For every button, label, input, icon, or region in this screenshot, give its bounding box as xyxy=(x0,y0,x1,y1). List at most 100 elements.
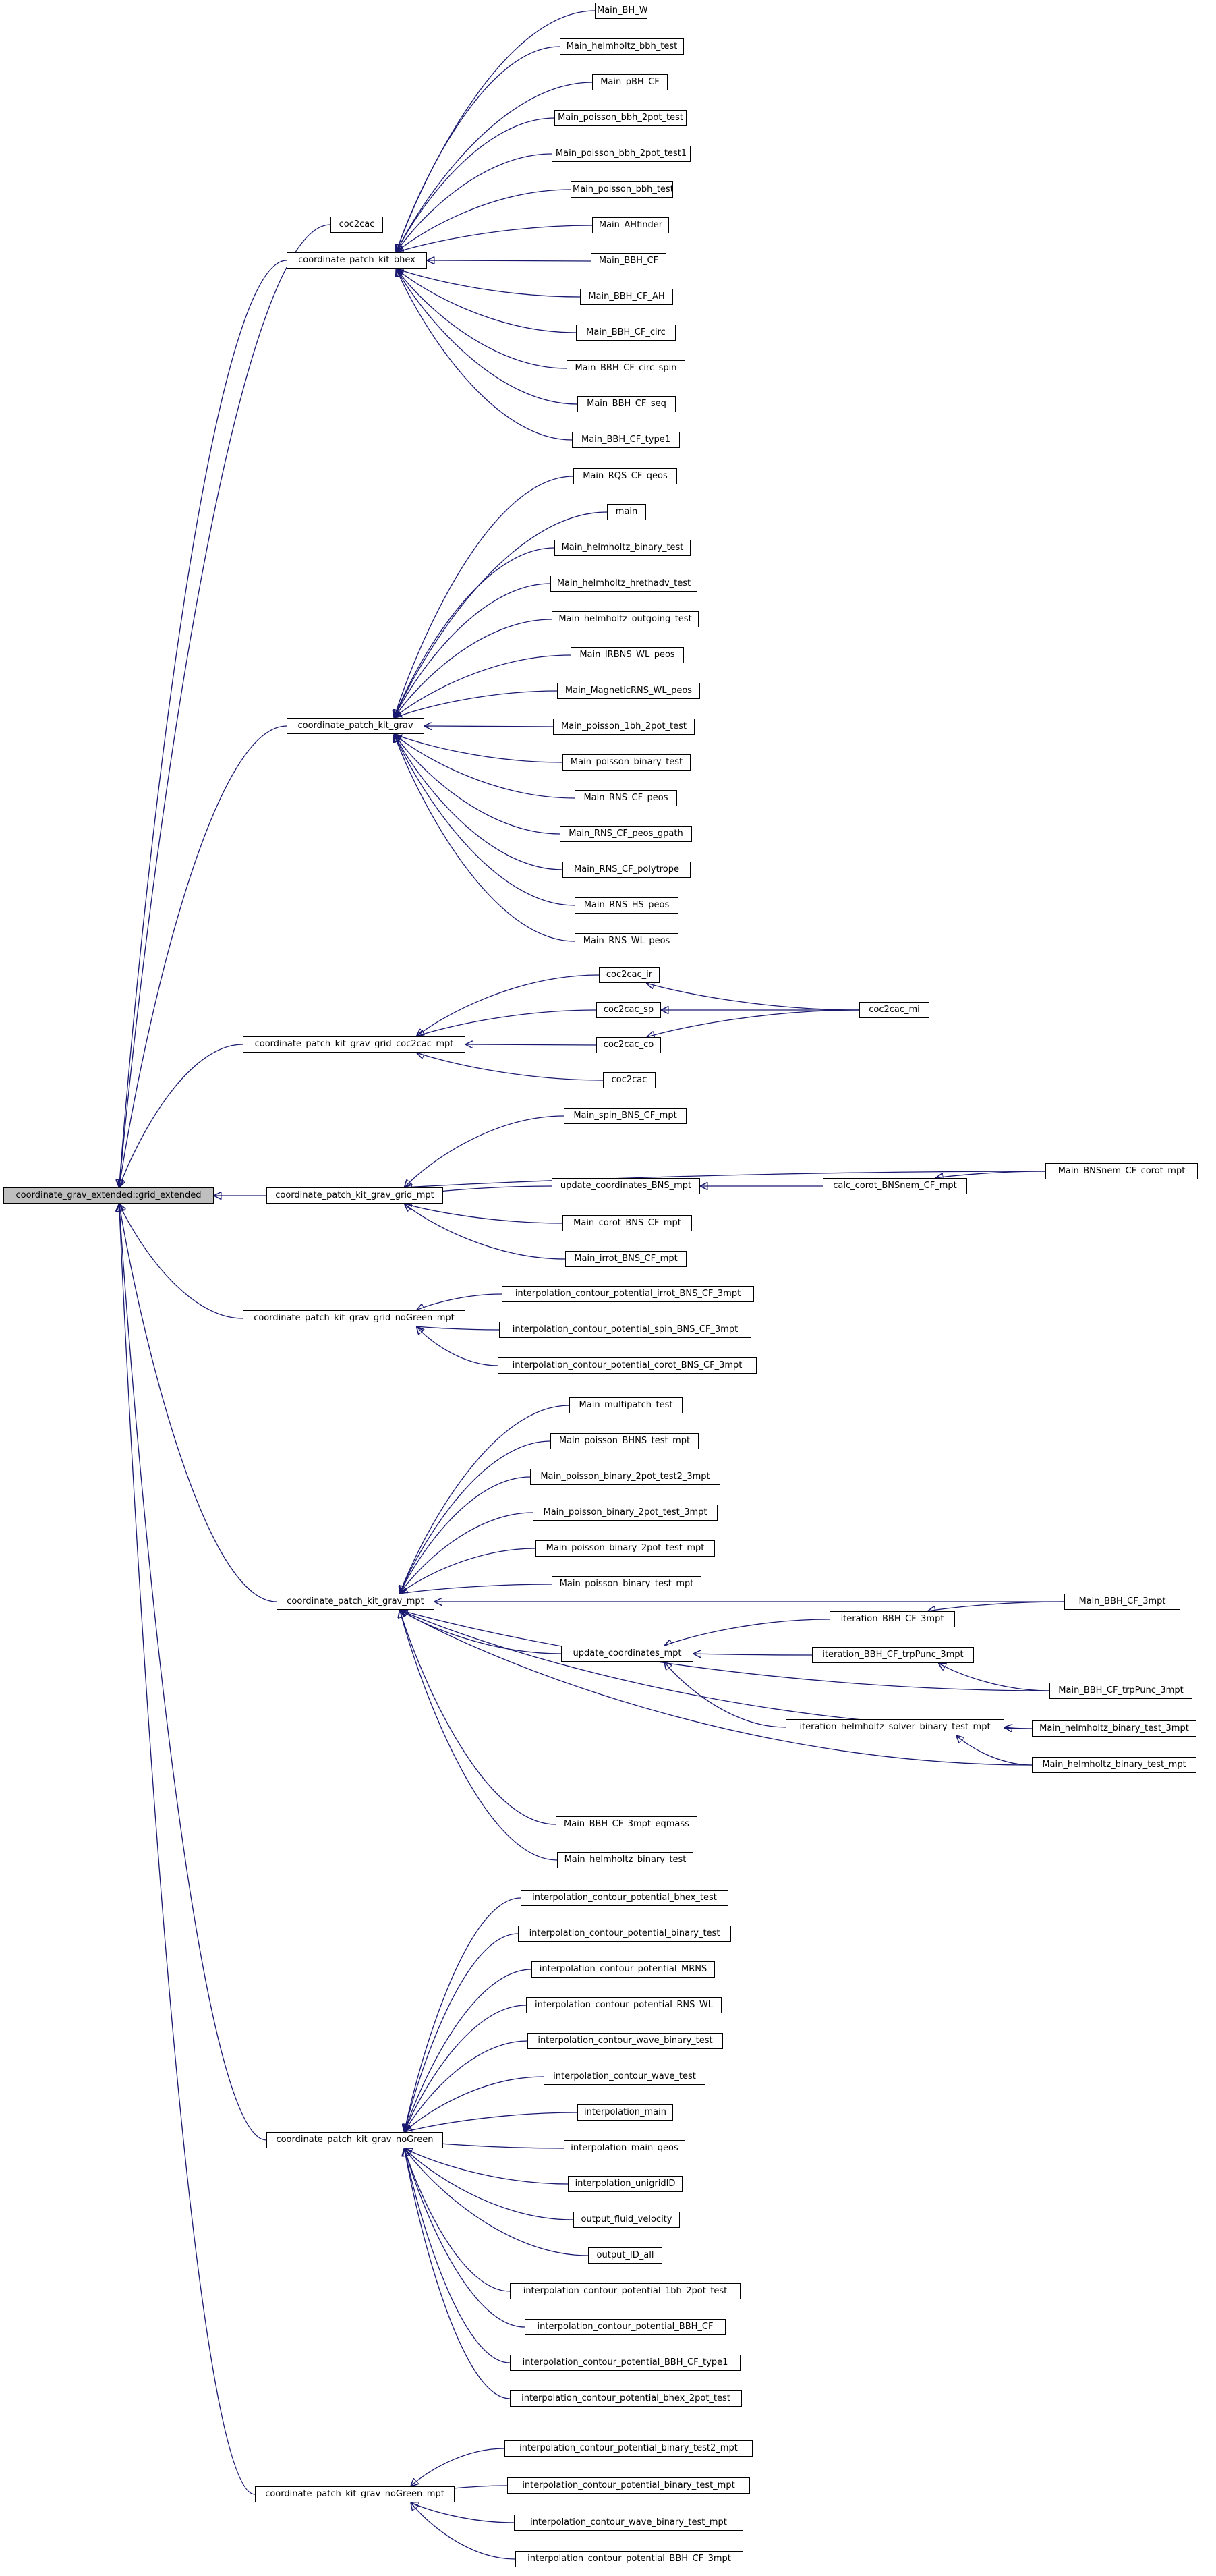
node-main-poisson-bbh-2pot-test1[interactable]: Main_poisson_bbh_2pot_test1 xyxy=(552,146,691,162)
node-interp-contour-potential-bbh-cf[interactable]: interpolation_contour_potential_BBH_CF xyxy=(525,2319,726,2335)
node-main-bbh-cf-ah[interactable]: Main_BBH_CF_AH xyxy=(580,289,673,305)
node-iteration-bbh-cf-3mpt[interactable]: iteration_BBH_CF_3mpt xyxy=(830,1611,955,1627)
node-main-irbns-wl-peos[interactable]: Main_IRBNS_WL_peos xyxy=(571,647,684,663)
node-main-bbh-cf-circ[interactable]: Main_BBH_CF_circ xyxy=(576,325,676,341)
node-interp-contour-wave-test[interactable]: interpolation_contour_wave_test xyxy=(544,2069,705,2085)
node-coordinate-patch-kit-grav-mpt[interactable]: coordinate_patch_kit_grav_mpt xyxy=(277,1594,434,1610)
node-main-helmholtz-outgoing-test[interactable]: Main_helmholtz_outgoing_test xyxy=(552,611,699,627)
node-main-poisson-binary-test-mpt[interactable]: Main_poisson_binary_test_mpt xyxy=(552,1576,701,1592)
node-iteration-bbh-cf-trppunc-3mpt[interactable]: iteration_BBH_CF_trpPunc_3mpt xyxy=(812,1647,974,1663)
node-main-bnsnem-cf-corot-mpt[interactable]: Main_BNSnem_CF_corot_mpt xyxy=(1045,1163,1198,1179)
node-interpolation-main-qeos[interactable]: interpolation_main_qeos xyxy=(564,2140,685,2156)
node-main-bbh-cf-circ-spin[interactable]: Main_BBH_CF_circ_spin xyxy=(567,360,685,376)
node-calc-corot-bnsnem-cf-mpt[interactable]: calc_corot_BNSnem_CF_mpt xyxy=(823,1178,967,1194)
edge-n_15-to-cpk_nog xyxy=(404,2148,511,2399)
node-coordinate-patch-kit-grav[interactable]: coordinate_patch_kit_grav xyxy=(287,718,424,734)
node-main-corot-bns-cf-mpt[interactable]: Main_corot_BNS_CF_mpt xyxy=(562,1215,692,1231)
node-coc2cac-2[interactable]: coc2cac xyxy=(603,1072,656,1088)
node-coc2cac[interactable]: coc2cac xyxy=(330,217,383,233)
node-main-poisson-binary-2pot-test2-3mpt[interactable]: Main_poisson_binary_2pot_test2_3mpt xyxy=(530,1469,720,1485)
edge-ng_2-to-cpk_nog_grid xyxy=(416,1326,500,1330)
node-coordinate-patch-kit-grav-nogreen-mpt[interactable]: coordinate_patch_kit_grav_noGreen_mpt xyxy=(255,2486,455,2502)
edge-bhex_4-to-cpk_bhex xyxy=(396,117,555,252)
node-main-poisson-binary-2pot-test-3mpt[interactable]: Main_poisson_binary_2pot_test_3mpt xyxy=(533,1505,718,1521)
node-main-poisson-bbh-test[interactable]: Main_poisson_bbh_test xyxy=(571,181,673,198)
node-interp-contour-potential-binary-test2-mpt[interactable]: interpolation_contour_potential_binary_t… xyxy=(504,2440,753,2457)
node-main-bh-wl[interactable]: Main_BH_WL xyxy=(595,3,647,19)
node-main-bbh-cf-type1[interactable]: Main_BBH_CF_type1 xyxy=(572,432,680,448)
edge-cpk_nog_mpt-to-root xyxy=(119,1204,256,2495)
node-main-rns-wl-peos[interactable]: Main_RNS_WL_peos xyxy=(575,933,678,949)
node-coc2cac-sp[interactable]: coc2cac_sp xyxy=(596,1002,661,1018)
node-coordinate-patch-kit-grav-grid-nogreen-mpt[interactable]: coordinate_patch_kit_grav_grid_noGreen_m… xyxy=(243,1310,465,1326)
edge-cpk_bhex-to-root xyxy=(119,260,287,1187)
node-interp-contour-wave-binary-test-mpt[interactable]: interpolation_contour_wave_binary_test_m… xyxy=(514,2515,743,2531)
node-interp-contour-potential-bbh-cf-3mpt[interactable]: interpolation_contour_potential_BBH_CF_3… xyxy=(515,2551,743,2567)
node-interp-contour-potential-irrot-bns-cf-3mpt[interactable]: interpolation_contour_potential_irrot_BN… xyxy=(502,1286,754,1302)
node-iteration-helmholtz-solver-binary-test-mpt[interactable]: iteration_helmholtz_solver_binary_test_m… xyxy=(786,1719,1004,1735)
node-coc2cac-mi[interactable]: coc2cac_mi xyxy=(859,1002,929,1018)
node-main-bbh-cf-seq[interactable]: Main_BBH_CF_seq xyxy=(577,396,676,412)
node-main-bbh-cf-3mpt-eqmass[interactable]: Main_BBH_CF_3mpt_eqmass xyxy=(556,1816,697,1832)
node-main-ahfinder[interactable]: Main_AHfinder xyxy=(592,217,669,233)
node-coordinate-patch-kit-grav-nogreen[interactable]: coordinate_patch_kit_grav_noGreen xyxy=(266,2132,443,2148)
node-main[interactable]: main xyxy=(607,504,646,520)
node-interpolation-main[interactable]: interpolation_main xyxy=(577,2104,673,2121)
node-main-rns-hs-peos[interactable]: Main_RNS_HS_peos xyxy=(575,897,678,914)
edge-g_bnsnem-to-g_calc xyxy=(935,1171,1046,1178)
node-main-rns-cf-polytrope[interactable]: Main_RNS_CF_polytrope xyxy=(562,862,691,878)
edge-grav_5-to-cpk_grav xyxy=(394,619,552,718)
edge-grav_13-to-cpk_grav xyxy=(394,734,575,906)
node-interp-contour-potential-rns-wl[interactable]: interpolation_contour_potential_RNS_WL xyxy=(526,1997,722,2013)
node-main-poisson-bbh-2pot-test[interactable]: Main_poisson_bbh_2pot_test xyxy=(554,110,687,126)
node-interp-contour-potential-1bh-2pot-test[interactable]: interpolation_contour_potential_1bh_2pot… xyxy=(510,2283,741,2299)
node-main-spin-bns-cf-mpt[interactable]: Main_spin_BNS_CF_mpt xyxy=(564,1108,687,1124)
node-main-helmholtz-hrethadv-test[interactable]: Main_helmholtz_hrethadv_test xyxy=(550,576,697,592)
edge-g_spin-to-cpk_gmpt xyxy=(404,1115,564,1187)
node-main-irrot-bns-cf-mpt[interactable]: Main_irrot_BNS_CF_mpt xyxy=(565,1251,687,1267)
edge-grav_8-to-cpk_grav xyxy=(424,726,554,727)
node-main-helmholtz-binary-test-mpt[interactable]: Main_helmholtz_binary_test_mpt xyxy=(1032,1757,1196,1773)
node-coc2cac-ir[interactable]: coc2cac_ir xyxy=(599,967,660,983)
node-main-multipatch-test[interactable]: Main_multipatch_test xyxy=(569,1397,683,1413)
node-interp-contour-wave-binary-test[interactable]: interpolation_contour_wave_binary_test xyxy=(527,2033,723,2049)
node-main-helmholtz-binary-test-2[interactable]: Main_helmholtz_binary_test xyxy=(557,1852,693,1868)
node-coordinate-patch-kit-grav-grid-coc2cac-mpt[interactable]: coordinate_patch_kit_grav_grid_coc2cac_m… xyxy=(243,1036,465,1053)
node-main-poisson-bhns-test-mpt[interactable]: Main_poisson_BHNS_test_mpt xyxy=(550,1433,699,1449)
node-main-helmholtz-binary-test[interactable]: Main_helmholtz_binary_test xyxy=(554,540,691,556)
node-main-rqs-cf-qeos[interactable]: Main_RQS_CF_qeos xyxy=(573,468,677,484)
node-main-poisson-1bh-2pot-test[interactable]: Main_poisson_1bh_2pot_test xyxy=(553,719,695,735)
node-main-bbh-cf[interactable]: Main_BBH_CF xyxy=(591,253,666,269)
node-main-poisson-binary-test[interactable]: Main_poisson_binary_test xyxy=(562,754,691,771)
node-coordinate-patch-kit-grav-grid-mpt[interactable]: coordinate_patch_kit_grav_grid_mpt xyxy=(266,1187,443,1204)
node-main-helmholtz-binary-test-3mpt[interactable]: Main_helmholtz_binary_test_3mpt xyxy=(1032,1720,1196,1737)
node-interp-contour-potential-mrns[interactable]: interpolation_contour_potential_MRNS xyxy=(531,1961,715,1978)
edge-c2c_b-to-cpk_c2c xyxy=(416,1053,604,1081)
node-main-pbh-cf[interactable]: Main_pBH_CF xyxy=(592,74,668,90)
node-main-magneticrns-wl-peos[interactable]: Main_MagneticRNS_WL_peos xyxy=(557,683,700,699)
node-main-helmholtz-bbh-test[interactable]: Main_helmholtz_bbh_test xyxy=(560,38,684,55)
node-coc2cac-co[interactable]: coc2cac_co xyxy=(596,1037,661,1053)
node-main-rns-cf-peos-gpath[interactable]: Main_RNS_CF_peos_gpath xyxy=(560,826,692,842)
node-main-poisson-binary-2pot-test-mpt[interactable]: Main_poisson_binary_2pot_test_mpt xyxy=(535,1540,715,1557)
edge-bhex_11-to-cpk_bhex xyxy=(396,269,567,369)
node-interp-contour-potential-spin-bns-cf-3mpt[interactable]: interpolation_contour_potential_spin_BNS… xyxy=(499,1322,751,1338)
node-interp-contour-potential-bbh-cf-type1[interactable]: interpolation_contour_potential_BBH_CF_t… xyxy=(510,2355,741,2371)
node-output-fluid-velocity[interactable]: output_fluid_velocity xyxy=(573,2212,680,2228)
node-root[interactable]: coordinate_grav_extended::grid_extended xyxy=(3,1187,214,1204)
node-main-bbh-cf-trppunc-3mpt[interactable]: Main_BBH_CF_trpPunc_3mpt xyxy=(1049,1683,1192,1699)
node-interp-contour-potential-binary-test-mpt[interactable]: interpolation_contour_potential_binary_t… xyxy=(507,2477,750,2494)
node-interp-contour-potential-corot-bns-cf-3mpt[interactable]: interpolation_contour_potential_corot_BN… xyxy=(498,1357,757,1374)
node-output-id-all[interactable]: output_ID_all xyxy=(588,2247,662,2264)
node-update-coordinates-bns-mpt[interactable]: update_coordinates_BNS_mpt xyxy=(552,1178,700,1194)
node-interp-contour-potential-binary-test[interactable]: interpolation_contour_potential_binary_t… xyxy=(518,1926,731,1942)
node-interp-contour-potential-bhex-test[interactable]: interpolation_contour_potential_bhex_tes… xyxy=(521,1890,728,1906)
node-interpolation-unigridid[interactable]: interpolation_unigridID xyxy=(568,2176,683,2192)
node-interp-contour-potential-bhex-2pot-test[interactable]: interpolation_contour_potential_bhex_2po… xyxy=(510,2390,742,2407)
node-update-coordinates-mpt[interactable]: update_coordinates_mpt xyxy=(561,1646,693,1662)
node-coordinate-patch-kit-bhex[interactable]: coordinate_patch_kit_bhex xyxy=(287,252,427,269)
node-main-rns-cf-peos[interactable]: Main_RNS_CF_peos xyxy=(575,790,677,806)
edge-n_9-to-cpk_nog xyxy=(404,2148,569,2185)
node-main-bbh-cf-3mpt[interactable]: Main_BBH_CF_3mpt xyxy=(1064,1594,1180,1610)
